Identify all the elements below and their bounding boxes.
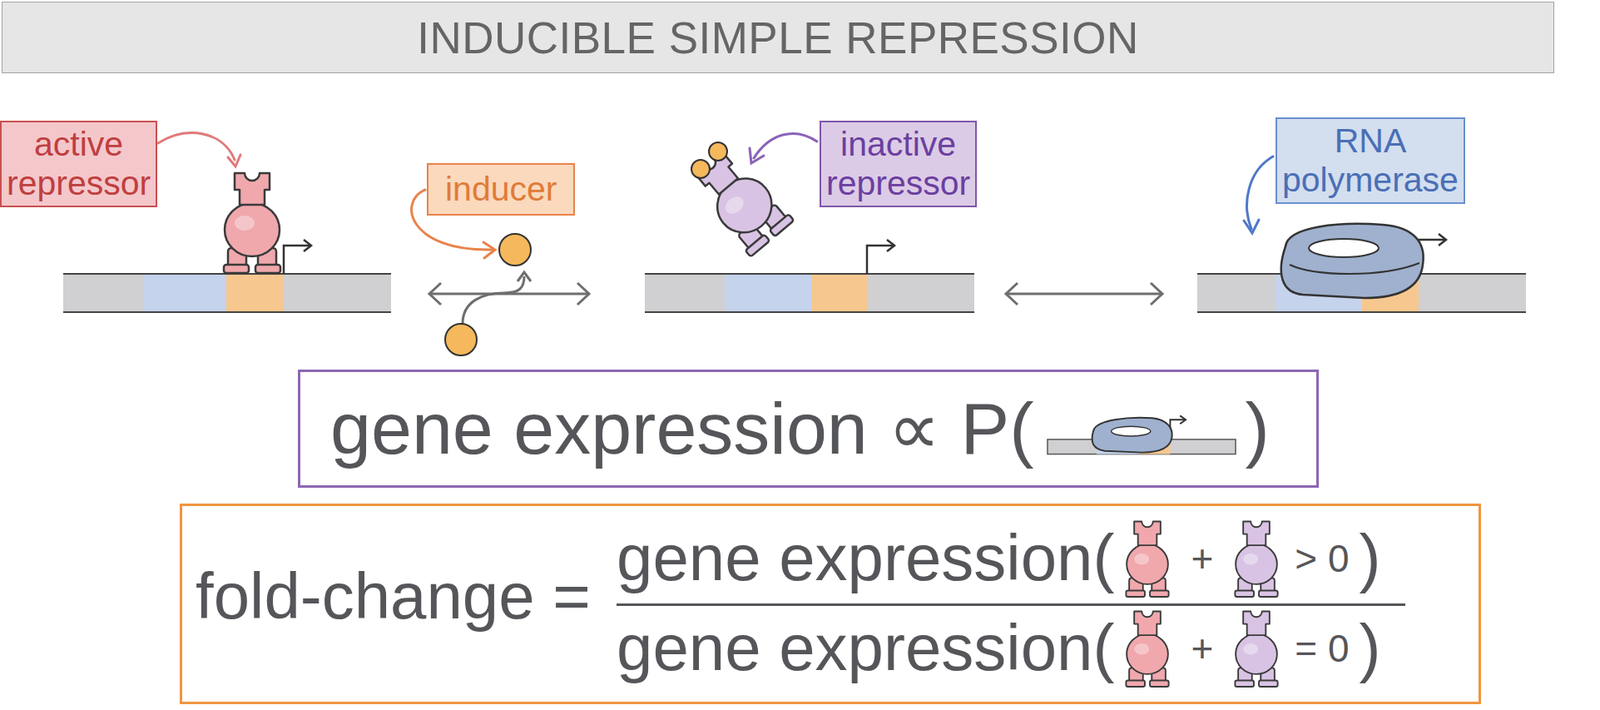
label-box: inducer	[426, 163, 575, 216]
label-text: inducer	[445, 169, 557, 209]
rna-polymerase-figure	[1281, 223, 1424, 298]
equation-box: fold-change =gene expression(+> 0)gene e…	[179, 503, 1482, 704]
equation-text: gene expression ∝ P(	[330, 391, 1035, 466]
dna-strand	[644, 273, 975, 313]
label-box: active repressor	[0, 120, 158, 208]
equilibrium-arrow	[429, 272, 1163, 324]
title: INDUCIBLE SIMPLE REPRESSION	[416, 12, 1140, 64]
equation-text: )	[1245, 391, 1270, 466]
equation-text: gene expression(	[616, 524, 1115, 593]
equation-text: +	[1190, 629, 1214, 668]
inducer-ball	[499, 233, 531, 266]
active-repressor-icon	[1122, 607, 1173, 689]
fraction-bar	[616, 603, 1406, 606]
fraction-row: gene expression( + = 0)	[616, 607, 1381, 689]
equation-box: gene expression ∝ P()	[297, 369, 1319, 488]
equation-row: gene expression ∝ P()	[330, 371, 1270, 486]
inducer-ball	[445, 323, 477, 356]
inactive-repressor-figure	[686, 143, 794, 258]
equation-text: gene expression(	[616, 614, 1115, 683]
equation-text: > 0	[1294, 539, 1349, 578]
label-text: inactive repressor	[826, 124, 971, 204]
active-repressor-figure	[223, 173, 281, 273]
equation-text: )	[1358, 524, 1381, 593]
equation-text: fold-change =	[195, 562, 591, 631]
label-box: RNA polymerase	[1275, 117, 1466, 204]
inducer-ball	[691, 159, 710, 179]
inactive-repressor-icon	[1231, 607, 1282, 689]
label-box: inactive repressor	[819, 120, 977, 208]
equation-text: +	[1190, 539, 1214, 578]
leader-arrow	[158, 133, 1274, 258]
promoter-arrow	[283, 233, 1447, 274]
dna-strand	[63, 273, 392, 313]
bound-polymerase-icon	[1045, 411, 1238, 458]
equation-text: = 0	[1294, 629, 1349, 668]
inducer-ball	[708, 142, 728, 161]
fraction-row: gene expression( + > 0)	[616, 517, 1381, 600]
title-bar: INDUCIBLE SIMPLE REPRESSION	[1, 1, 1555, 74]
active-repressor-icon	[1122, 517, 1173, 600]
label-text: RNA polymerase	[1282, 121, 1459, 200]
inactive-repressor-icon	[1231, 517, 1282, 600]
label-text: active repressor	[6, 124, 151, 204]
equation-row: fold-change =	[195, 562, 591, 631]
equation-text: )	[1358, 614, 1381, 683]
